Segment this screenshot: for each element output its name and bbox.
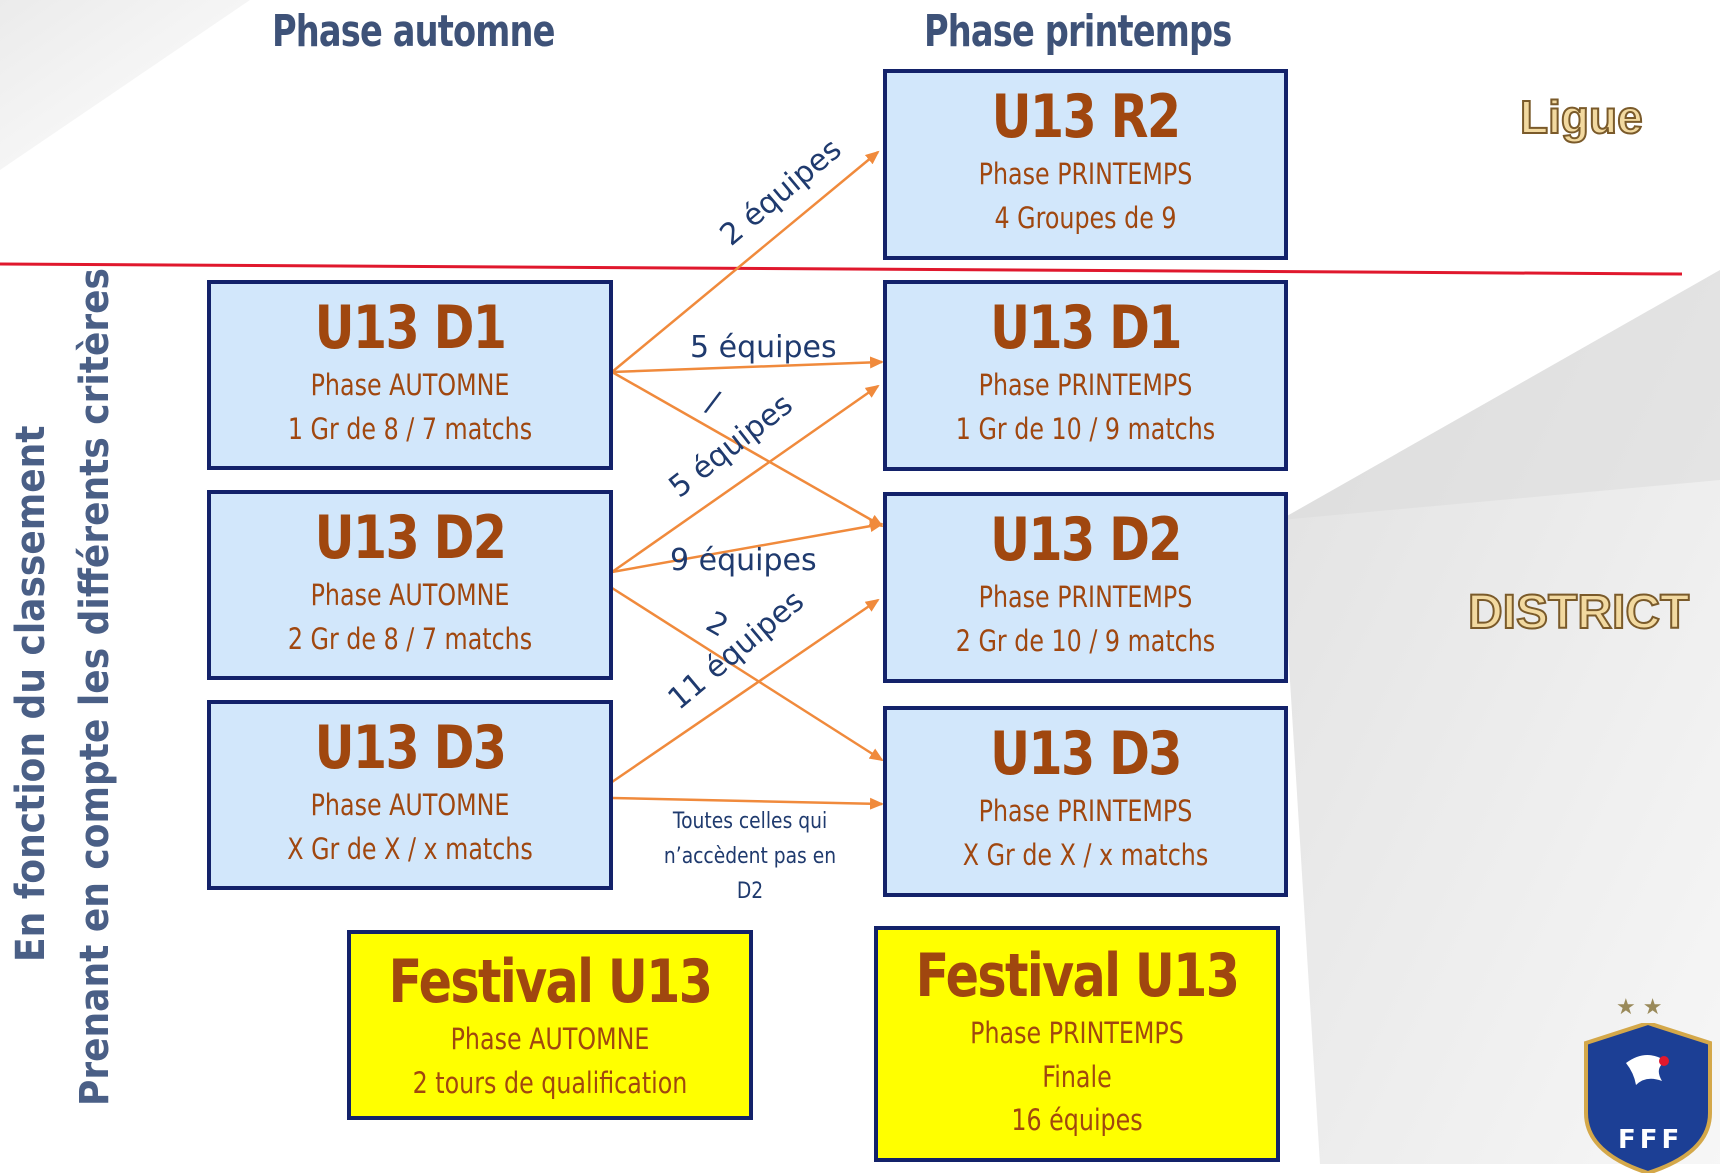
box-line: Phase PRINTEMPS	[978, 580, 1193, 614]
autumn-box-d1: U13 D1 Phase AUTOMNE 1 Gr de 8 / 7 match…	[207, 280, 613, 470]
box-line: Phase PRINTEMPS	[978, 794, 1193, 828]
festival-spring-box: Festival U13 Phase PRINTEMPS Finale 16 é…	[874, 926, 1280, 1162]
fff-logo-text: FFF	[1618, 1125, 1684, 1155]
arrow-d1-to-r2	[611, 150, 880, 373]
box-line: X Gr de X / x matchs	[962, 837, 1209, 872]
ligue-level-label: Ligue	[1519, 90, 1644, 144]
arrow-d2-to-d2	[611, 520, 884, 574]
box-line: Phase PRINTEMPS	[978, 368, 1193, 402]
box-line: 2 Gr de 8 / 7 matchs	[287, 621, 533, 656]
box-line: Phase PRINTEMPS	[978, 157, 1193, 191]
spring-box-d2: U13 D2 Phase PRINTEMPS 2 Gr de 10 / 9 ma…	[883, 492, 1288, 683]
box-line: 2 tours de qualification	[412, 1065, 688, 1100]
box-line: Finale	[1042, 1059, 1112, 1094]
arrow-d2-to-d3	[611, 586, 884, 762]
box-line: Phase AUTOMNE	[310, 368, 510, 402]
box-line: 2 Gr de 10 / 9 matchs	[955, 623, 1216, 658]
box-line: Phase PRINTEMPS	[970, 1016, 1184, 1050]
stars-icon: ★ ★	[1616, 995, 1663, 1020]
spring-box-d3: U13 D3 Phase PRINTEMPS X Gr de X / x mat…	[883, 706, 1288, 897]
spring-box-r2: U13 R2 Phase PRINTEMPS 4 Groupes de 9	[883, 69, 1288, 260]
box-line: Phase AUTOMNE	[450, 1022, 650, 1056]
arrow-d3-to-d3	[611, 796, 884, 810]
label-d3-to-d3: Toutes celles qui n’accèdent pas en D2	[648, 804, 852, 910]
box-title: U13 D1	[314, 293, 507, 363]
box-line: Phase AUTOMNE	[310, 788, 510, 822]
autumn-box-d2: U13 D2 Phase AUTOMNE 2 Gr de 8 / 7 match…	[207, 490, 613, 680]
district-level-label: DISTRICT	[1467, 585, 1690, 640]
box-title: U13 D3	[314, 713, 507, 783]
box-title: U13 D2	[990, 505, 1182, 575]
festival-autumn-box: Festival U13 Phase AUTOMNE 2 tours de qu…	[347, 930, 753, 1120]
spring-phase-header: Phase printemps	[924, 6, 1232, 57]
box-line: X Gr de X / x matchs	[287, 831, 533, 866]
box-line: 16 équipes	[1011, 1103, 1143, 1137]
fff-logo: ★ ★ FFF	[1576, 995, 1720, 1173]
box-title: U13 D2	[314, 503, 507, 573]
box-title: Festival U13	[915, 941, 1240, 1011]
arrow-d3-to-d2	[611, 598, 880, 784]
ligue-district-divider	[0, 262, 1683, 276]
box-line: Phase AUTOMNE	[310, 578, 510, 612]
box-title: U13 D3	[990, 719, 1182, 789]
autumn-box-d3: U13 D3 Phase AUTOMNE X Gr de X / x match…	[207, 700, 613, 890]
box-title: U13 R2	[991, 82, 1181, 152]
arrow-d1-to-d2	[611, 370, 884, 528]
box-line: 1 Gr de 10 / 9 matchs	[955, 411, 1216, 446]
spring-box-d1: U13 D1 Phase PRINTEMPS 1 Gr de 10 / 9 ma…	[883, 280, 1288, 471]
arrow-d2-to-d1	[611, 384, 880, 574]
box-line: 4 Groupes de 9	[994, 200, 1177, 235]
box-title: Festival U13	[388, 947, 713, 1017]
box-title: U13 D1	[990, 293, 1182, 363]
label-d3-to-d3-line1: Toutes celles qui	[672, 809, 828, 834]
box-line: 1 Gr de 8 / 7 matchs	[287, 411, 533, 446]
label-d1-to-d1: 5 équipes	[690, 330, 837, 365]
autumn-phase-header: Phase automne	[272, 6, 555, 57]
label-d3-to-d3-line2: n’accèdent pas en D2	[663, 844, 837, 905]
label-d2-to-d2: 9 équipes	[670, 543, 817, 578]
arrow-d1-to-d1	[611, 356, 884, 374]
